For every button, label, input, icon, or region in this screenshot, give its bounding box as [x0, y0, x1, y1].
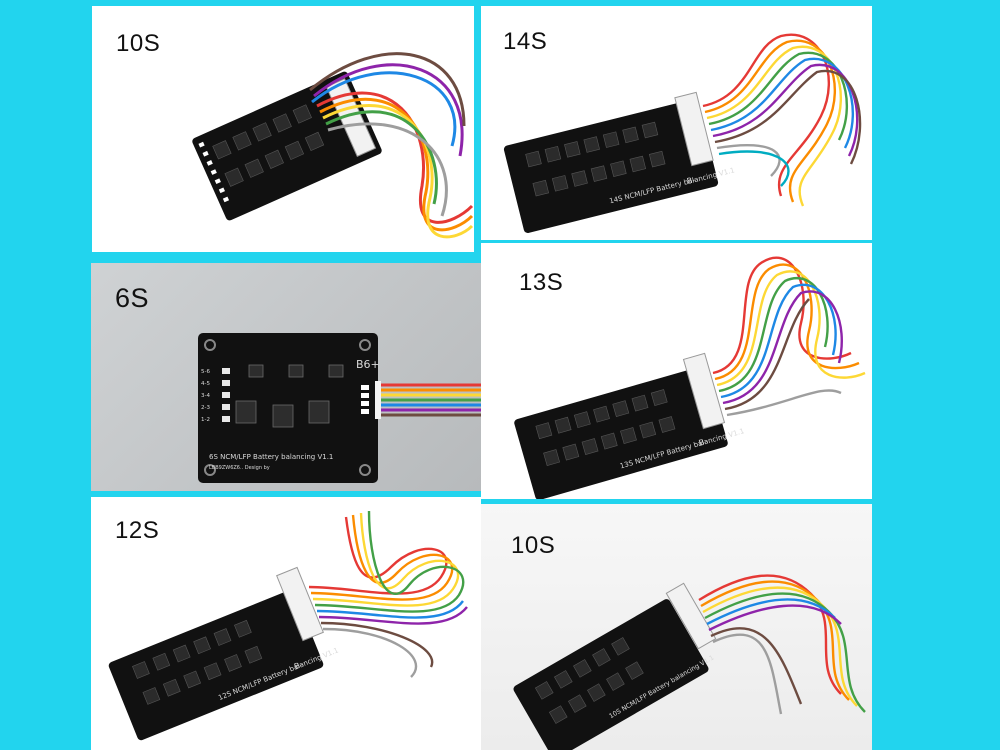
cell-count-label: 12S — [115, 517, 160, 544]
balancer-board-12s-image: 12S NCM/LFP Battery balancing V1.1 B- — [108, 510, 468, 741]
cell-count-label: 14S — [503, 28, 548, 55]
balancer-board-10s-image — [192, 52, 474, 239]
product-photo-12s: 12S 12S NCM/LFP Battery balancing V1.1 B… — [91, 497, 481, 750]
product-photo-6s: 6S 5-6 4-5 3-4 2-3 1-2 B6+ 6S NCM/LFP Ba… — [91, 263, 481, 491]
balancer-board-13s-image: 13S NCM/LFP Battery balancing V1.1 B- — [514, 256, 866, 499]
cell-count-label: 10S — [511, 532, 556, 559]
terminal-label: B6+ — [356, 358, 380, 371]
balance-pin-label: 4-5 — [201, 381, 210, 387]
board-silkscreen-sub: LBB9ZW6Z6.. Design by — [209, 465, 270, 471]
terminal-label: B- — [698, 437, 709, 448]
terminal-label: B- — [686, 175, 696, 186]
balancer-board-10s-image: 10S NCM/LFP Battery balancing V1.1 — [513, 574, 866, 750]
product-photo-10s-top: 10S — [92, 6, 474, 252]
cell-count-label: 10S — [116, 30, 161, 57]
balance-pin-label: 1-2 — [201, 417, 210, 423]
cell-count-label: 13S — [519, 269, 564, 296]
balancer-board-14s-image: 14S NCM/LFP Battery balancing V1.1 B- — [503, 33, 862, 234]
product-photo-13s: 13S 13S NCM/LFP Battery balancing V1.1 B… — [481, 243, 872, 499]
product-photo-14s: 14S 14S NCM/LFP Battery balancing V1.1 B… — [481, 6, 872, 240]
cell-count-label: 6S — [115, 283, 150, 313]
terminal-label: B- — [293, 660, 304, 672]
product-photo-10s-bottom: 10S 10S NCM/LFP Battery balancing V1.1 — [481, 504, 872, 750]
balancer-board-6s-image: 5-6 4-5 3-4 2-3 1-2 B6+ 6S NCM/LFP Batte… — [198, 333, 481, 483]
balance-pin-label: 5-6 — [201, 369, 210, 375]
board-silkscreen: 6S NCM/LFP Battery balancing V1.1 — [209, 453, 333, 461]
balance-pin-label: 3-4 — [201, 393, 210, 399]
balance-pin-label: 2-3 — [201, 405, 210, 411]
